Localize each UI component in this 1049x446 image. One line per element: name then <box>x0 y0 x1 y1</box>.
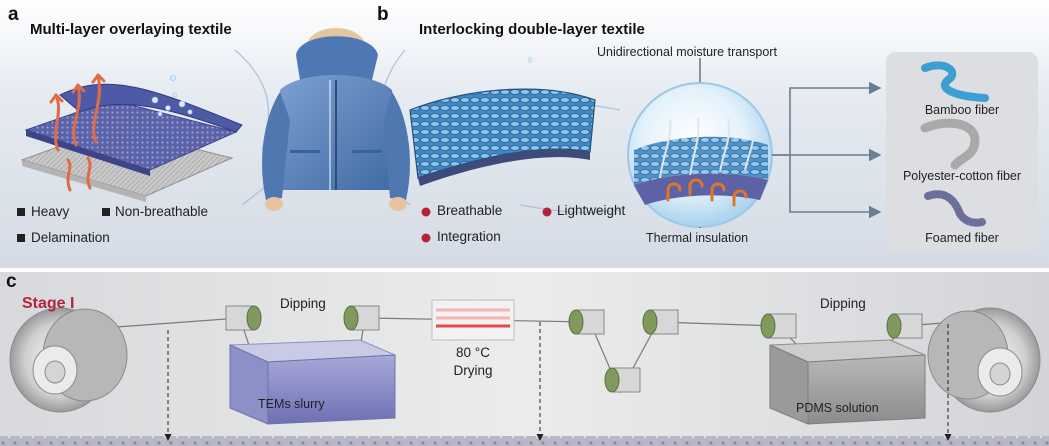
thermal-insulation-label: Thermal insulation <box>646 231 749 245</box>
magnified-structure-sphere <box>627 58 773 228</box>
foamed-fiber-label: Foamed fiber <box>925 231 999 245</box>
panel-a-letter: a <box>8 4 19 25</box>
drying-label: Drying <box>453 363 493 378</box>
drawback-delamination: Delamination <box>31 230 110 245</box>
dipping-label-2: Dipping <box>820 296 866 311</box>
drawback-non-breathable: Non-breathable <box>115 204 209 219</box>
pdms-solution-label: PDMS solution <box>796 401 879 415</box>
panel-a-title: Multi-layer overlaying textile <box>30 21 232 38</box>
drawback-bullets <box>17 208 110 242</box>
moisture-transport-label: Unidirectional moisture transport <box>597 45 777 59</box>
advantage-bullets <box>421 207 552 243</box>
drawback-heavy: Heavy <box>31 204 70 219</box>
multilayer-textile-illustration <box>20 73 243 202</box>
bamboo-fiber-icon <box>921 61 989 102</box>
tems-slurry-label: TEMs slurry <box>258 397 325 411</box>
advantage-lightweight: Lightweight <box>557 203 626 218</box>
coated-fabric-strip <box>0 436 1049 446</box>
sampling-arrows <box>164 322 952 441</box>
stage-label: Stage I <box>22 295 75 312</box>
advantage-breathable: Breathable <box>437 203 503 218</box>
foamed-fiber-icon <box>924 190 986 227</box>
tems-slurry-bath <box>229 339 396 425</box>
bamboo-fiber-label: Bamboo fiber <box>924 103 1000 117</box>
pdms-solution-bath <box>769 339 926 425</box>
jacket-illustration <box>262 28 410 211</box>
fiber-box <box>886 52 1038 252</box>
panel-b-title: Interlocking double-layer textile <box>419 21 645 38</box>
panel-b-letter: b <box>377 4 389 25</box>
drying-oven-icon <box>431 299 515 341</box>
interlocking-fabric-illustration <box>409 56 596 186</box>
polyester-cotton-fiber-label: Polyester-cotton fiber <box>902 169 1022 183</box>
guide-rollers <box>225 305 923 393</box>
feed-spool-icon <box>9 307 128 413</box>
drying-temperature: 80 °C <box>456 345 490 360</box>
advantage-integration: Integration <box>437 229 501 244</box>
fiber-connector-arrows <box>772 81 882 219</box>
dipping-label-1: Dipping <box>280 296 326 311</box>
panel-c-letter: c <box>6 271 17 292</box>
polyester-cotton-fiber-icon <box>920 118 980 170</box>
